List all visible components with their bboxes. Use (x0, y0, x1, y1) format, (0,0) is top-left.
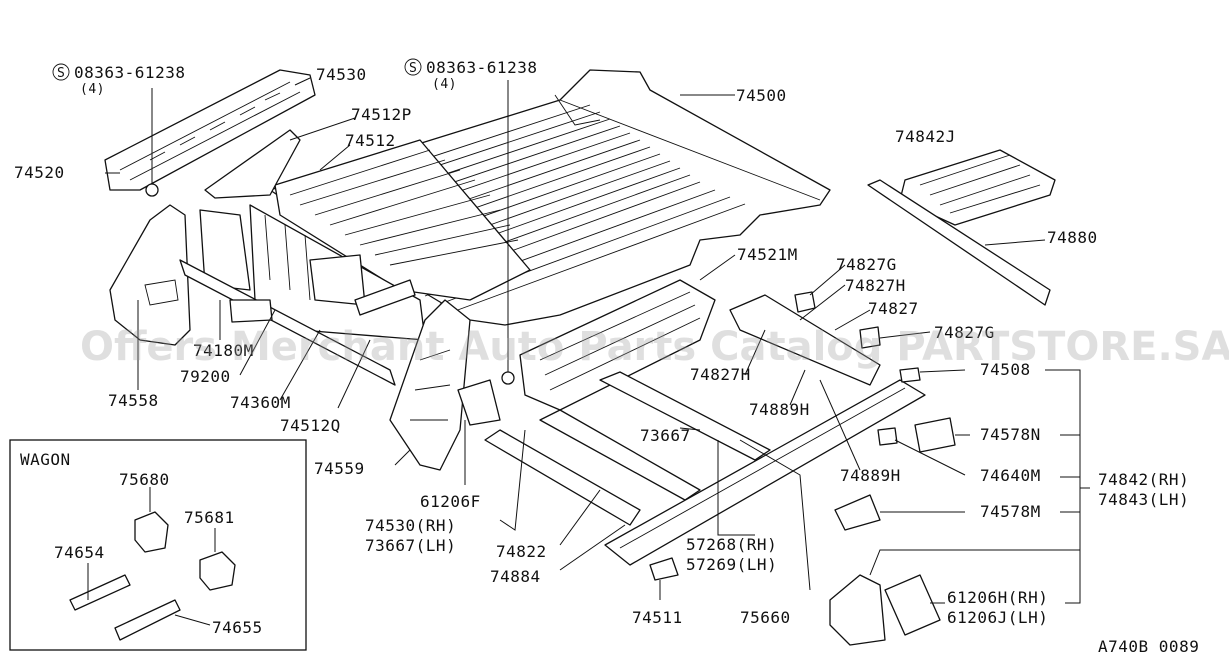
label-75681: 75681 (184, 508, 235, 527)
bracket-74512p (204, 129, 301, 199)
bracket-74827g (794, 291, 816, 313)
label-74880: 74880 (1047, 228, 1098, 247)
label-74511: 74511 (632, 608, 683, 627)
label-74655: 74655 (212, 618, 263, 637)
label-74512q: 74512Q (280, 416, 341, 435)
label-75680: 75680 (119, 470, 170, 489)
label-74822: 74822 (496, 542, 547, 561)
rear-frame-74521m (519, 279, 716, 411)
label-74558: 74558 (108, 391, 159, 410)
diagram-code: A740B 0089 (1098, 637, 1199, 656)
wagon-inset: WAGON 75680 75681 74654 74655 (9, 439, 307, 651)
wagon-title: WAGON (20, 450, 71, 469)
screw-part-left: 08363-61238 (74, 63, 185, 82)
side-member-57268 (604, 379, 926, 566)
part-75681 (199, 551, 236, 591)
label-73667-lh: 73667(LH) (365, 536, 456, 555)
label-61206h-rh: 61206H(RH) (947, 588, 1048, 607)
label-75660: 75660 (740, 608, 791, 627)
part-74655 (114, 599, 181, 641)
front-floor-section (274, 139, 531, 301)
label-74827h-b: 74827H (690, 365, 751, 384)
label-74654: 74654 (54, 543, 105, 562)
screw-qty-center: (4) (432, 77, 457, 92)
screw-left-marker (145, 183, 159, 197)
label-74512p: 74512P (351, 105, 412, 124)
label-74180m: 74180M (193, 341, 254, 360)
crossmember-74827 (729, 294, 881, 386)
label-61206j-lh: 61206J(LH) (947, 608, 1048, 627)
label-74360m: 74360M (230, 393, 291, 412)
label-74884: 74884 (490, 567, 541, 586)
label-74827: 74827 (868, 299, 919, 318)
label-74842-rh: 74842(RH) (1098, 470, 1189, 489)
brace-74512q (354, 279, 416, 316)
screw-callout-left: S 08363-61238 (4) (52, 63, 185, 97)
part-74654 (69, 574, 131, 611)
bracket-74640m (877, 427, 898, 446)
label-74843-lh: 74843(LH) (1098, 490, 1189, 509)
label-74640m: 74640M (980, 466, 1041, 485)
rail-79200 (179, 259, 396, 386)
bracket-74578n (914, 417, 956, 453)
clip-74511 (649, 557, 679, 581)
left-side-panel (109, 204, 191, 346)
label-74827h-a: 74827H (845, 276, 906, 295)
label-74889h-b: 74889H (840, 466, 901, 485)
screw-part-center: 08363-61238 (426, 58, 537, 77)
screw-symbol-left: S (57, 66, 65, 81)
bracket-74827g-2 (859, 326, 881, 349)
left-cross-member (104, 69, 316, 191)
label-74578n: 74578N (980, 425, 1041, 444)
label-74889h-a: 74889H (749, 400, 810, 419)
bracket-61206h (829, 574, 941, 646)
screw-symbol-center: S (409, 61, 417, 76)
label-57268-rh: 57268(RH) (686, 535, 777, 554)
bracket-74578m (834, 494, 881, 531)
label-74530-top: 74530 (316, 65, 367, 84)
label-74508: 74508 (980, 360, 1031, 379)
watermark: Offers Merchant Auto Parts Catalog PARTS… (80, 324, 1229, 370)
label-74512: 74512 (345, 131, 396, 150)
label-74559: 74559 (314, 459, 365, 478)
part-75680 (134, 511, 169, 553)
label-73667-center: 73667 (640, 426, 691, 445)
label-74500: 74500 (736, 86, 787, 105)
bracket-74880 (867, 179, 1051, 306)
label-74521m: 74521M (737, 245, 798, 264)
label-79200: 79200 (180, 367, 231, 386)
rail-74822 (599, 371, 771, 461)
clip-74508 (899, 367, 921, 383)
label-74842j: 74842J (895, 127, 956, 146)
screw-callout-center: S 08363-61238 (4) (404, 58, 537, 92)
label-57269-lh: 57269(LH) (686, 555, 777, 574)
center-pillar (389, 299, 471, 471)
label-74578m: 74578M (980, 502, 1041, 521)
label-74530-rh: 74530(RH) (365, 516, 456, 535)
rail-74530-rh (484, 429, 641, 526)
screw-center-marker (501, 371, 515, 385)
rail-73667 (539, 409, 701, 501)
label-74827g-b: 74827G (934, 323, 995, 342)
leader-lines (105, 77, 1090, 604)
bracket-61206f (457, 379, 501, 426)
bracket-74180m (229, 299, 273, 323)
label-61206f: 61206F (420, 492, 481, 511)
screw-qty-left: (4) (80, 82, 105, 97)
label-74827g-a: 74827G (836, 255, 897, 274)
label-74520: 74520 (14, 163, 65, 182)
